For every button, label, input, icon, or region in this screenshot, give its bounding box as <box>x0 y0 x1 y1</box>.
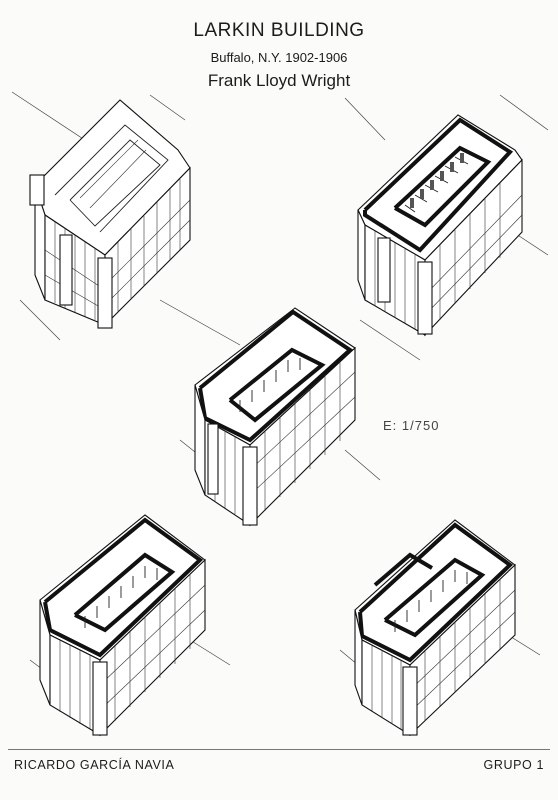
scale-label: E: 1/750 <box>383 418 440 433</box>
author-name: RICARDO GARCÍA NAVIA <box>14 758 175 772</box>
building-view-top-left <box>11 91 241 346</box>
architect-name: Frank Lloyd Wright <box>207 71 351 90</box>
group-label: GRUPO 1 <box>483 758 544 772</box>
location-date: Buffalo, N.Y. 1902-1906 <box>210 50 348 65</box>
drawing-title: LARKIN BUILDING <box>193 20 365 41</box>
footer-divider <box>8 749 550 750</box>
building-view-bottom-left <box>29 514 231 737</box>
building-view-top-right <box>344 94 549 361</box>
building-view-bottom-right <box>339 519 541 737</box>
building-view-center <box>179 307 381 527</box>
